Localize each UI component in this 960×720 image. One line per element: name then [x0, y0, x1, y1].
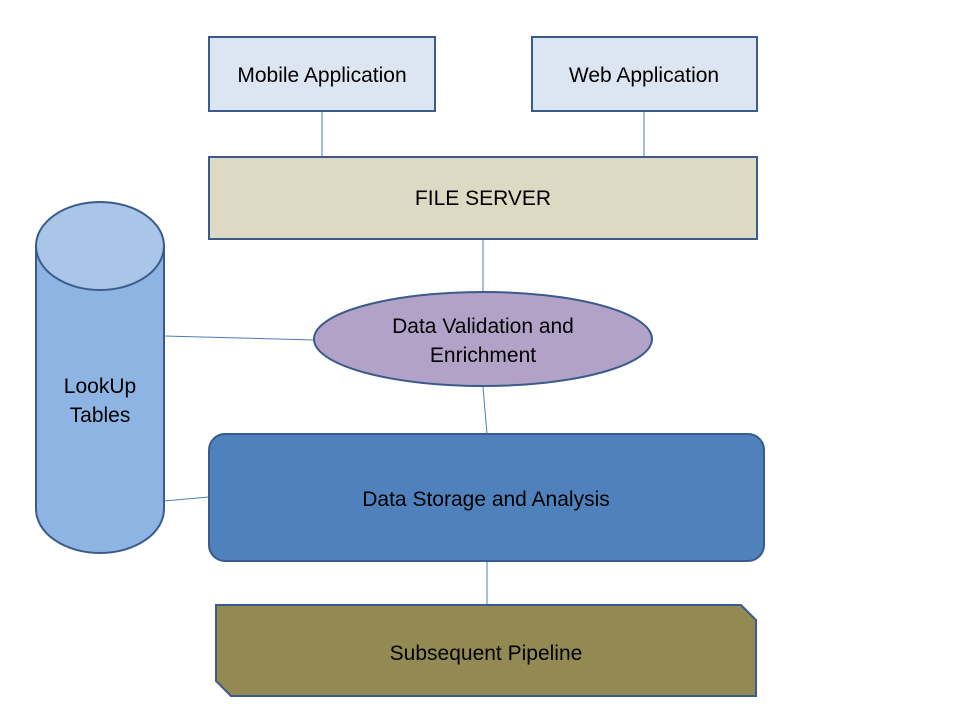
- connector-lookup-to-validation: [163, 335, 315, 341]
- subsequent-pipeline-node: Subsequent Pipeline: [215, 604, 757, 697]
- data-validation-ellipse: [313, 291, 653, 387]
- web-application-node: Web Application: [531, 36, 758, 112]
- file-server-node: FILE SERVER: [208, 156, 758, 240]
- lookup-tables-node: LookUp Tables: [35, 201, 165, 554]
- data-storage-box: [208, 433, 765, 562]
- data-storage-label: Data Storage and Analysis: [362, 488, 610, 511]
- subsequent-pipeline-box: [215, 604, 757, 697]
- web-application-label: Web Application: [569, 64, 719, 87]
- mobile-application-box: [208, 36, 436, 112]
- mobile-application-label: Mobile Application: [237, 64, 406, 87]
- data-validation-node: Data Validation and Enrichment: [313, 291, 653, 387]
- subsequent-pipeline-label: Subsequent Pipeline: [390, 642, 583, 665]
- connector-validation-to-storage: [482, 386, 488, 435]
- connectors: [163, 111, 645, 605]
- file-server-label: FILE SERVER: [415, 187, 551, 210]
- data-validation-label-line1: Data Validation and: [392, 315, 574, 338]
- web-application-box: [531, 36, 758, 112]
- file-server-box: [208, 156, 758, 240]
- mobile-application-node: Mobile Application: [208, 36, 436, 112]
- lookup-tables-label-line2: Tables: [70, 404, 131, 427]
- data-storage-node: Data Storage and Analysis: [208, 433, 765, 562]
- connector-lookup-to-storage: [163, 496, 210, 502]
- lookup-tables-label-line1: LookUp: [64, 375, 136, 398]
- data-validation-label-line2: Enrichment: [430, 344, 536, 367]
- lookup-tables-cylinder-top: [35, 201, 165, 291]
- lookup-tables-cylinder-body: [35, 245, 165, 554]
